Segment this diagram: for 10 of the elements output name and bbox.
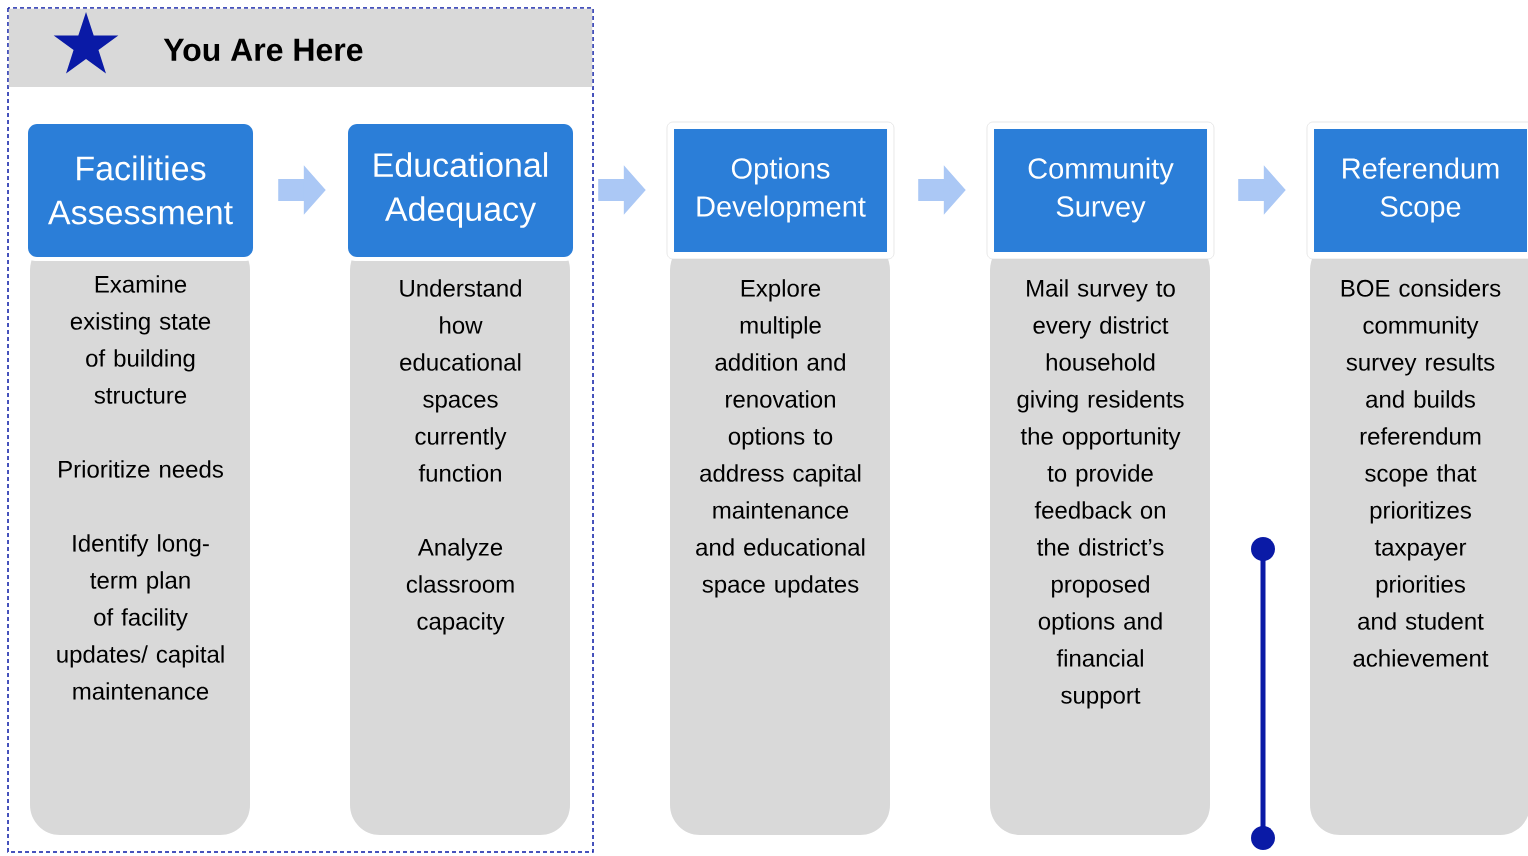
node-label: Referendum Scope xyxy=(1343,157,1499,223)
node-label: Community Survey xyxy=(1028,157,1174,223)
step-column: Educational Adequacy Understand how educational spaces currently function Analyze classroom capacity xyxy=(346,121,575,835)
node-label: Options Development xyxy=(697,157,866,223)
step-column: Referendum Scope BOE considers community survey results and builds referendum scope that prioritizes taxpayer priorities and student achievement xyxy=(1306,121,1528,835)
step-column: Facilities Assessment Examine existing state of building structure Prioritize needs Identify long-term plan of facility updates/ capital maintenance xyxy=(26,121,255,835)
node-label: Educational Adequacy xyxy=(374,152,548,228)
step-column: Options Development Explore multiple addition and renovation options to address capital maintenance and educational space updates xyxy=(666,121,895,835)
step-column: Community Survey Mail survey to every district household giving residents the opportunity to provide feedback on the district’s proposed options and financial support xyxy=(986,121,1215,835)
node-label: Facilities Assessment xyxy=(47,155,233,225)
